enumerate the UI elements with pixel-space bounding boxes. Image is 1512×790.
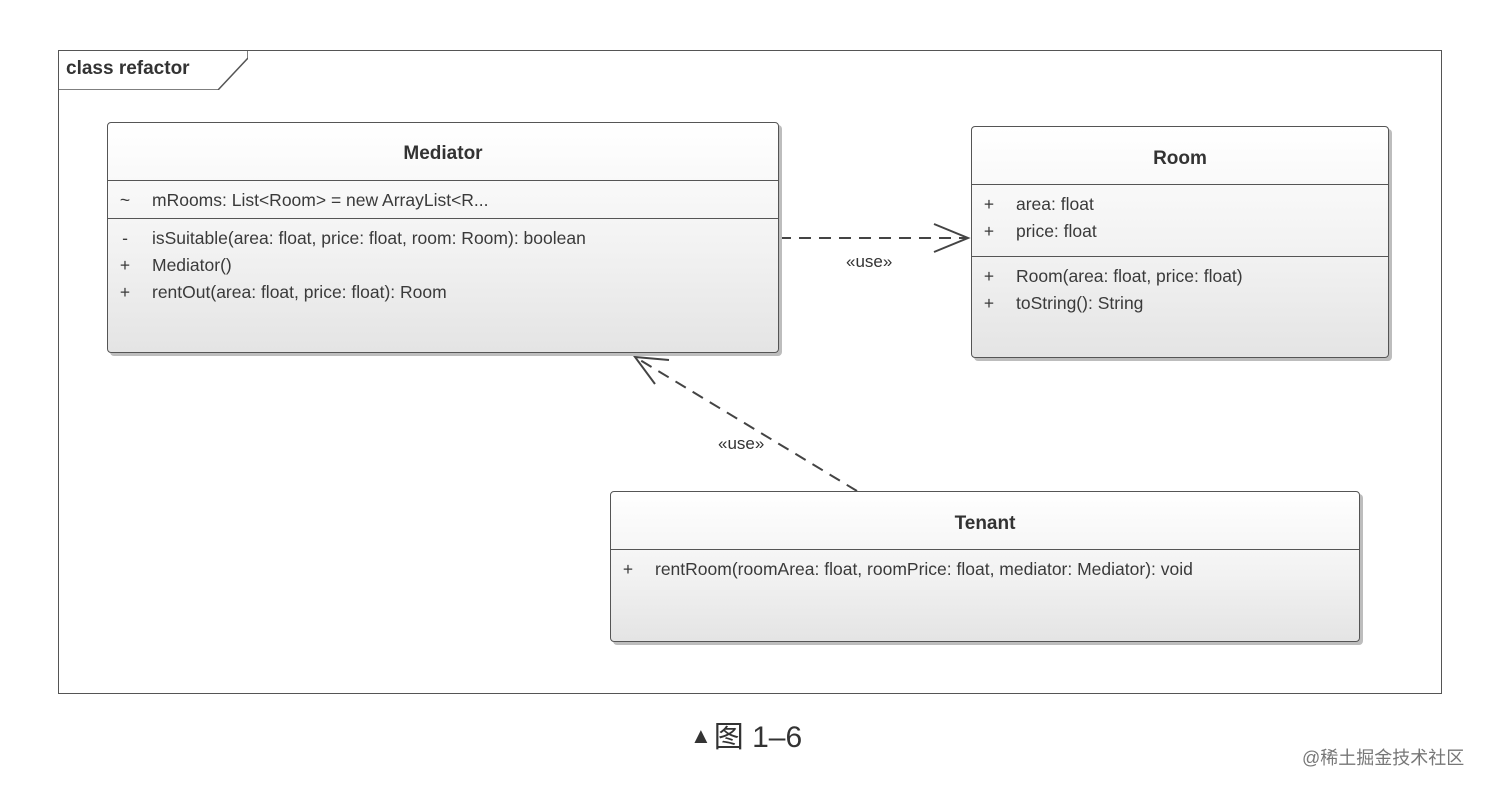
- figure-caption: ▲图 1–6: [690, 712, 802, 756]
- caption-marker: ▲: [690, 723, 712, 748]
- operation-signature: rentOut(area: float, price: float): Room: [152, 282, 447, 302]
- operations-compartment: + rentRoom(roomArea: float, roomPrice: fl…: [611, 550, 1359, 587]
- diagram-frame: [58, 50, 1442, 694]
- operation-row: - isSuitable(area: float, price: float, r…: [108, 225, 778, 252]
- visibility-marker: -: [122, 228, 128, 248]
- attribute-row: + price: float: [972, 218, 1388, 245]
- attribute-row: ~ mRooms: List<Room> = new ArrayList<R...: [108, 187, 778, 214]
- frame-tab-shape: [58, 50, 248, 90]
- frame-label: class refactor: [66, 58, 190, 79]
- attribute-row: + area: float: [972, 191, 1388, 218]
- operation-signature: Mediator(): [152, 255, 232, 275]
- dependency-mediator-room-arrowhead: [933, 223, 971, 253]
- watermark: @稀土掘金技术社区: [1302, 748, 1465, 768]
- visibility-marker: +: [983, 293, 995, 313]
- operations-compartment: + Room(area: float, price: float) + toStri…: [972, 257, 1388, 321]
- attribute-signature: price: float: [1016, 221, 1097, 241]
- class-tenant[interactable]: Tenant + rentRoom(roomArea: float, roomPr…: [610, 491, 1360, 642]
- operation-signature: toString(): String: [1016, 293, 1144, 313]
- attributes-compartment: ~ mRooms: List<Room> = new ArrayList<R...: [108, 181, 778, 219]
- visibility-marker: +: [119, 255, 131, 275]
- operations-compartment: - isSuitable(area: float, price: float, r…: [108, 219, 778, 310]
- visibility-marker: +: [622, 559, 634, 579]
- operation-row: + rentOut(area: float, price: float): Roo…: [108, 279, 778, 306]
- class-room[interactable]: Room + area: float + price: float + Room(ar…: [971, 126, 1389, 358]
- dependency-tenant-mediator-arrowhead: [632, 355, 670, 385]
- operation-row: + rentRoom(roomArea: float, roomPrice: fl…: [611, 556, 1359, 583]
- attributes-compartment: + area: float + price: float: [972, 185, 1388, 257]
- operation-signature: isSuitable(area: float, price: float, ro…: [152, 228, 586, 248]
- class-name: Room: [972, 127, 1388, 185]
- stereotype-label-mediator: «use»: [718, 434, 765, 453]
- visibility-marker: +: [119, 282, 131, 302]
- operation-row: + Room(area: float, price: float): [972, 263, 1388, 290]
- stereotype-label-room: «use»: [846, 252, 893, 271]
- operation-signature: Room(area: float, price: float): [1016, 266, 1243, 286]
- visibility-marker: +: [983, 221, 995, 241]
- attribute-signature: area: float: [1016, 194, 1094, 214]
- dependency-tenant-mediator-line: [634, 356, 858, 492]
- class-mediator[interactable]: Mediator ~ mRooms: List<Room> = new Array…: [107, 122, 779, 353]
- operation-row: + toString(): String: [972, 290, 1388, 317]
- visibility-marker: +: [983, 266, 995, 286]
- operation-signature: rentRoom(roomArea: float, roomPrice: flo…: [655, 559, 1193, 579]
- attribute-signature: mRooms: List<Room> = new ArrayList<R...: [152, 190, 489, 210]
- visibility-marker: +: [983, 194, 995, 214]
- visibility-marker: ~: [119, 190, 131, 210]
- class-name: Tenant: [611, 492, 1359, 550]
- caption-text: 图 1–6: [713, 721, 803, 754]
- operation-row: + Mediator(): [108, 252, 778, 279]
- class-name: Mediator: [108, 123, 778, 181]
